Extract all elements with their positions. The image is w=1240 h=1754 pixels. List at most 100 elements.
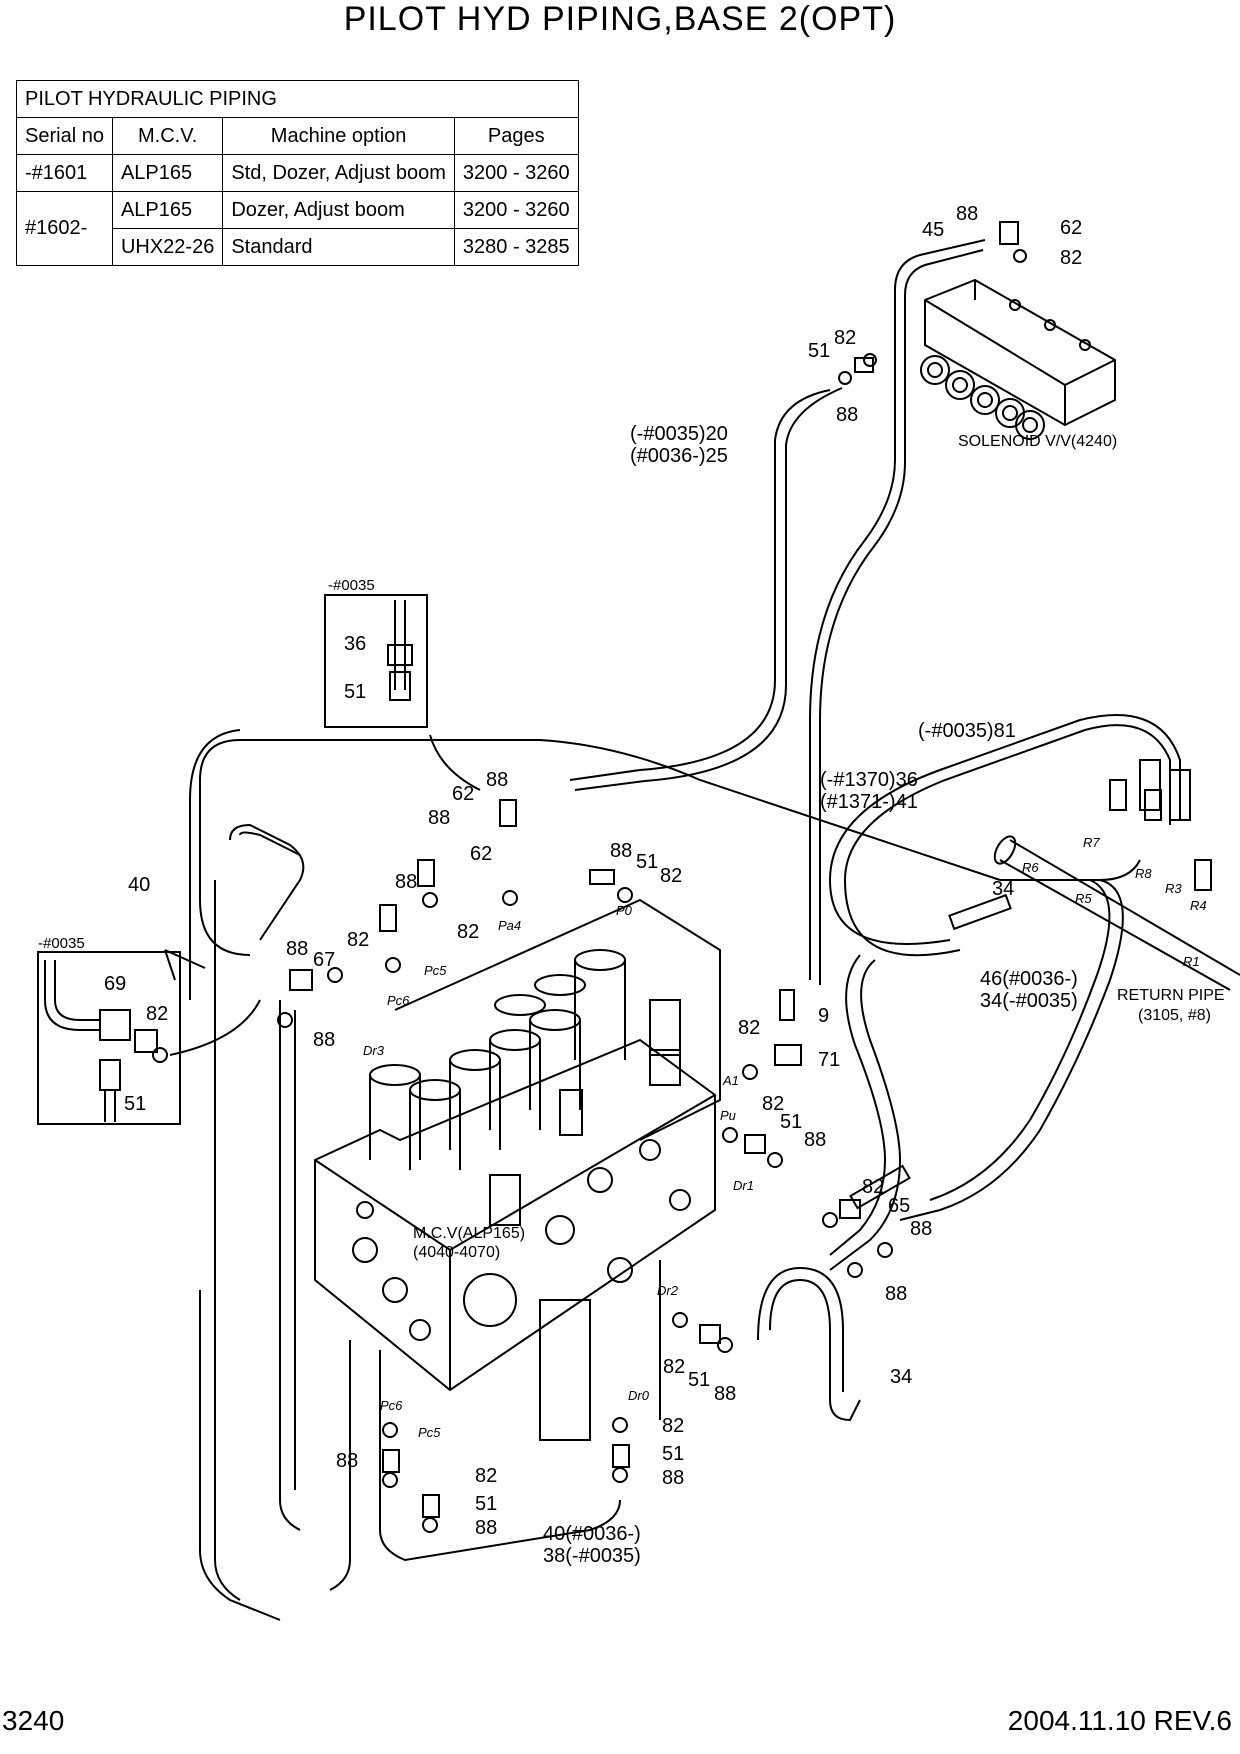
callout: (#1371-)41 <box>820 791 918 813</box>
callout: 45 <box>922 219 944 241</box>
callout: (-#1370)36 <box>820 769 918 791</box>
callout: 34(-#0035) <box>980 990 1078 1012</box>
header-mcv: M.C.V. <box>111 117 224 155</box>
cell-mcv: ALP165 <box>111 154 224 192</box>
callout: 88 <box>956 203 978 225</box>
callout: 62 <box>470 843 492 865</box>
return-pipe <box>993 759 1240 991</box>
callout: 88 <box>336 1450 358 1472</box>
callout: 88 <box>662 1467 684 1489</box>
inset-left-hose <box>54 960 100 1021</box>
table-row: -#1601 ALP165 Std, Dozer, Adjust boom 32… <box>16 154 579 192</box>
table-row: UHX22-26 Standard 3280 - 3285 <box>17 228 579 266</box>
mcv-label-line1: M.C.V(ALP165) <box>413 1225 525 1242</box>
callout: 88 <box>714 1383 736 1405</box>
page-title: PILOT HYD PIPING,BASE 2(OPT) <box>343 0 897 38</box>
callout: (-#0035)20 <box>630 423 728 445</box>
port-label: Pa4 <box>498 918 521 933</box>
callout: 82 <box>457 921 479 943</box>
callout: 51 <box>124 1093 146 1115</box>
callout: 88 <box>475 1517 497 1539</box>
callout: 82 <box>146 1003 168 1025</box>
callout: 82 <box>738 1017 760 1039</box>
pipe-20-25 <box>569 239 986 985</box>
port-label: Dr0 <box>628 1388 650 1403</box>
callout: 82 <box>834 327 856 349</box>
callout: 67 <box>313 949 335 971</box>
callout: 88 <box>885 1283 907 1305</box>
callout: 82 <box>662 1415 684 1437</box>
port-label: P0 <box>616 903 633 918</box>
callout: 88 <box>910 1218 932 1240</box>
callout: 51 <box>636 851 658 873</box>
cell-pages: 3280 - 3285 <box>453 228 579 266</box>
port-label: R3 <box>1165 881 1182 896</box>
callout: 65 <box>888 1195 910 1217</box>
callout: 88 <box>610 840 632 862</box>
callout: 88 <box>804 1129 826 1151</box>
cell-serial: -#1601 <box>16 154 113 192</box>
mcv-body <box>314 898 721 1441</box>
piping-spec-table: PILOT HYDRAULIC PIPING Serial no M.C.V. … <box>16 80 579 266</box>
port-label: R7 <box>1083 835 1100 850</box>
port-label: A1 <box>722 1073 739 1088</box>
solenoid-label: SOLENOID V/V(4240) <box>958 433 1117 450</box>
callout: 62 <box>1060 217 1082 239</box>
port-label: R8 <box>1135 866 1152 881</box>
page-number: 3240 <box>2 1705 65 1736</box>
pipe-38-40b <box>279 1000 861 1591</box>
port-label: R6 <box>1022 860 1039 875</box>
revision-date: 2004.11.10 REV.6 <box>1007 1705 1232 1736</box>
callout: 82 <box>862 1176 884 1198</box>
callout: 51 <box>475 1493 497 1515</box>
callout: 82 <box>347 929 369 951</box>
header-serial: Serial no <box>16 117 113 155</box>
cell-pages: 3200 - 3260 <box>453 191 579 229</box>
callout: 34 <box>992 878 1014 900</box>
callout: 88 <box>486 769 508 791</box>
mcv-label-line2: (4040-4070) <box>413 1244 500 1261</box>
table-caption: PILOT HYDRAULIC PIPING <box>16 80 579 118</box>
callout: 34 <box>890 1366 912 1388</box>
header-pages: Pages <box>453 117 579 155</box>
cell-pages: 3200 - 3260 <box>453 154 579 192</box>
callout: 69 <box>104 973 126 995</box>
solenoid-valve <box>920 278 1116 440</box>
return-pipe-label-line2: (3105, #8) <box>1138 1007 1211 1024</box>
inset-box-top <box>324 594 428 728</box>
port-label: R5 <box>1075 891 1092 906</box>
inset-top-label: -#0035 <box>328 577 375 594</box>
cell-option: Standard <box>222 228 455 266</box>
callout: 51 <box>688 1369 710 1391</box>
callout: (#0036-)25 <box>630 445 728 467</box>
cell-serial: #1602- <box>16 191 113 266</box>
callout: 46(#0036-) <box>980 968 1078 990</box>
callout: 71 <box>818 1049 840 1071</box>
cell-mcv: ALP165 <box>111 191 224 229</box>
port-label: Pc5 <box>424 963 447 978</box>
return-pipe-label-line1: RETURN PIPE <box>1117 987 1225 1004</box>
port-label: Pu <box>720 1108 736 1123</box>
callout: 38(-#0035) <box>543 1545 641 1567</box>
callout: 51 <box>780 1111 802 1133</box>
port-label: R4 <box>1190 898 1207 913</box>
callout: 82 <box>1060 247 1082 269</box>
callout: 82 <box>762 1093 784 1115</box>
callout: 88 <box>286 938 308 960</box>
pipe-40-loop <box>189 729 1001 1621</box>
port-label: Pc6 <box>380 1398 403 1413</box>
inset-box-left <box>37 951 181 1125</box>
callout: (-#0035)81 <box>918 720 1016 742</box>
table-row: #1602- ALP165 Dozer, Adjust boom 3200 - … <box>16 191 579 266</box>
callout: 82 <box>660 865 682 887</box>
leader-left-inset <box>169 999 261 1056</box>
port-label: R1 <box>1183 954 1200 969</box>
callout: 51 <box>344 681 366 703</box>
callout: 82 <box>475 1465 497 1487</box>
port-label: Pc6 <box>387 993 410 1008</box>
callout: 82 <box>663 1356 685 1378</box>
callout: 51 <box>662 1443 684 1465</box>
callout: 40 <box>128 874 150 896</box>
callout: 62 <box>452 783 474 805</box>
